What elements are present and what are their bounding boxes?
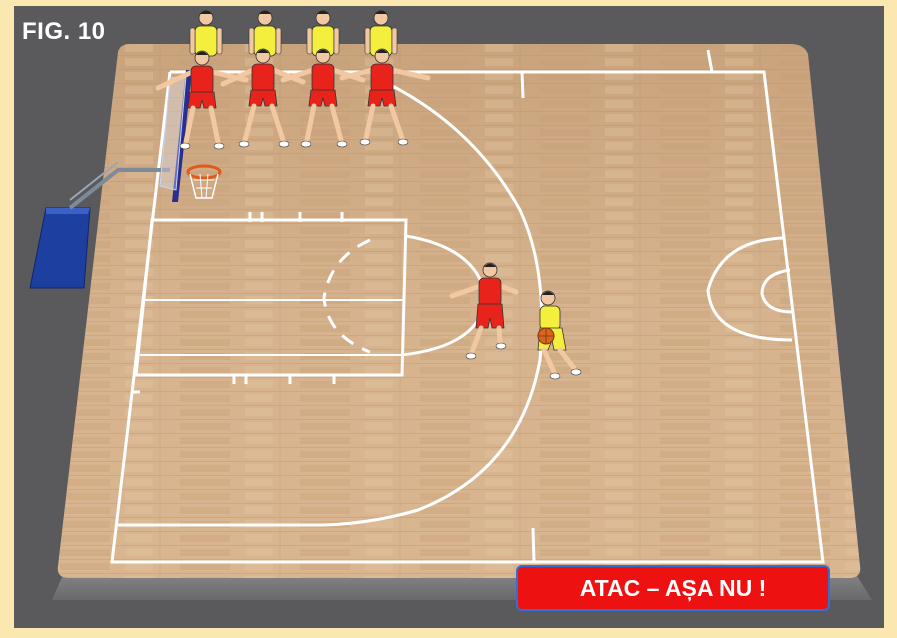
caption-badge: ATAC – AȘA NU ! xyxy=(516,565,830,611)
caption-text: ATAC – AȘA NU ! xyxy=(580,575,767,602)
figure-label: FIG. 10 xyxy=(22,18,106,46)
